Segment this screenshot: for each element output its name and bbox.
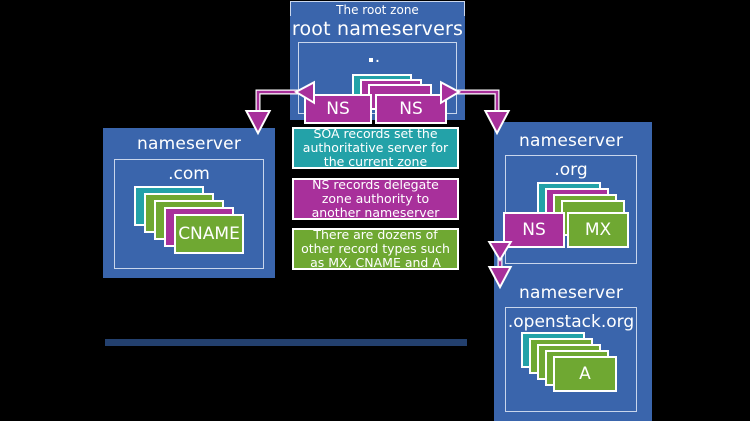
record-label: NS [399, 99, 423, 119]
org-zone-inner: .org [505, 155, 637, 264]
legend-text: SOA records set the authoritative server… [302, 126, 449, 169]
record-label: CNAME [178, 224, 240, 244]
openstack-nameserver-box[interactable]: nameserver .openstack.org A [494, 274, 648, 421]
com-nameserver-box[interactable]: nameserver .com CNAME [103, 128, 275, 278]
legend-text: NS records delegate zone authority to an… [311, 177, 440, 220]
record-label: A [579, 364, 591, 384]
root-nameservers-box[interactable]: root nameservers . NS NS [290, 16, 465, 124]
arrowhead-com [248, 112, 268, 131]
com-nameserver-label: nameserver [136, 134, 242, 154]
arrowhead-org-ns [491, 243, 509, 258]
arrowhead-openstack [491, 268, 509, 285]
record-card-a[interactable]: A [553, 356, 617, 392]
record-label: NS [326, 99, 350, 119]
arrow-root-to-com [256, 90, 300, 112]
arrowhead-root-left [298, 84, 313, 101]
org-nameserver-box[interactable]: nameserver .org NS MX [494, 122, 648, 274]
root-origin-dot [369, 58, 373, 62]
com-zone-inner: .com [114, 159, 264, 269]
record-card-cname[interactable]: CNAME [174, 214, 244, 254]
arrowhead-root-right [442, 84, 457, 101]
com-zone-origin-label: .com [168, 164, 210, 184]
arrow-root-to-org [455, 90, 499, 112]
openstack-nameserver-label: nameserver [518, 283, 624, 303]
record-card-ns-right[interactable]: NS [375, 94, 447, 124]
legend-text: There are dozens of other record types s… [301, 227, 450, 270]
legend-other: There are dozens of other record types s… [292, 228, 459, 270]
openstack-zone-origin-label: .openstack.org [507, 312, 635, 332]
record-label: MX [584, 220, 612, 240]
right-edge-strip [648, 122, 652, 421]
bottom-divider-bar [105, 339, 467, 346]
legend-soa: SOA records set the authoritative server… [292, 127, 459, 169]
record-label: NS [522, 220, 546, 240]
record-card-ns[interactable]: NS [503, 212, 565, 248]
root-nameservers-label: root nameservers [291, 18, 464, 40]
arrowhead-org [487, 112, 507, 131]
record-card-ns-left[interactable]: NS [304, 94, 372, 124]
root-zone-origin-label: . [374, 47, 381, 67]
record-card-mx[interactable]: MX [567, 212, 629, 248]
org-zone-origin-label: .org [554, 160, 588, 180]
root-zone-tab-label: The root zone [336, 3, 419, 17]
legend-ns: NS records delegate zone authority to an… [292, 178, 459, 220]
org-nameserver-label: nameserver [518, 131, 624, 151]
openstack-zone-inner: .openstack.org [505, 307, 637, 412]
